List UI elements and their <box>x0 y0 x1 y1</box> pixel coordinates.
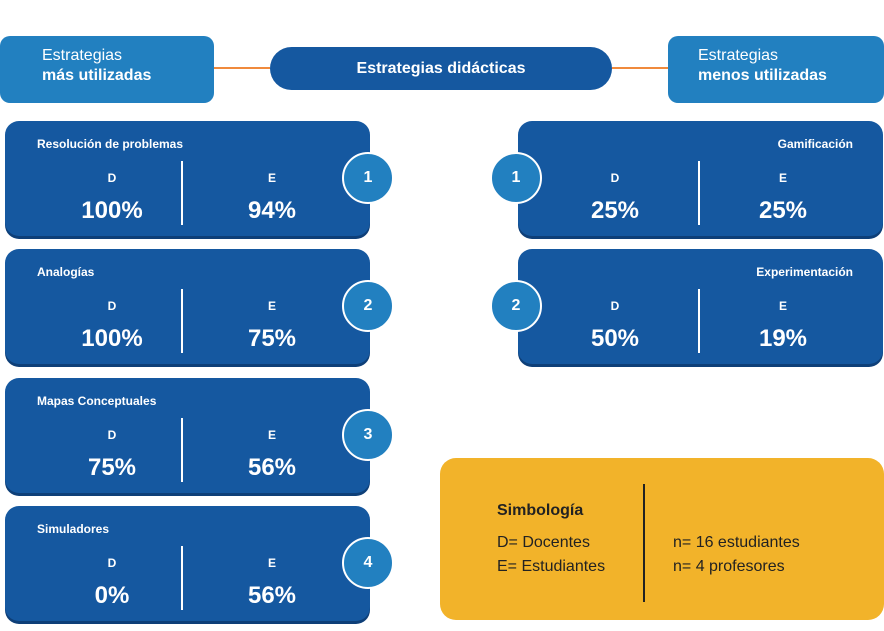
rank-badge: 1 <box>342 152 394 204</box>
estudiantes-label: E <box>778 299 787 313</box>
least-used-header: Estrategias menos utilizadas <box>668 36 884 103</box>
docentes-label: D <box>107 428 117 442</box>
least-used-header-line1: Estrategias <box>698 47 779 64</box>
docentes-label: D <box>610 299 620 313</box>
estudiantes-label: E <box>267 299 276 313</box>
estudiantes-label: E <box>778 171 787 185</box>
legend-n-teachers: n= 4 profesores <box>673 558 785 575</box>
estudiantes-value: 19% <box>758 325 808 352</box>
strategy-title: Gamificación <box>777 137 853 151</box>
legend-estudiantes: E= Estudiantes <box>497 558 606 575</box>
center-title: Estrategias didácticas <box>270 47 612 90</box>
card-divider <box>181 289 183 353</box>
docentes-label: D <box>107 299 117 313</box>
docentes-value: 100% <box>81 197 143 224</box>
legend-docentes: D= Docentes <box>497 534 590 551</box>
rank-badge: 3 <box>342 409 394 461</box>
rank-badge: 1 <box>490 152 542 204</box>
legend-title: Simbología <box>497 502 584 519</box>
docentes-label: D <box>107 556 117 570</box>
strategy-title: Experimentación <box>756 265 853 279</box>
legend-divider <box>643 484 645 602</box>
strategy-title: Resolución de problemas <box>37 137 184 151</box>
docentes-label: D <box>610 171 620 185</box>
most-used-header: Estrategias más utilizadas <box>0 36 214 103</box>
estudiantes-label: E <box>267 556 276 570</box>
card-divider <box>181 161 183 225</box>
connector-line <box>612 67 668 69</box>
strategy-title: Simuladores <box>37 522 110 536</box>
connector-line <box>214 67 270 69</box>
docentes-label: D <box>107 171 117 185</box>
docentes-value: 25% <box>590 197 640 224</box>
docentes-value: 75% <box>87 454 137 481</box>
estudiantes-value: 25% <box>758 197 808 224</box>
rank-badge: 2 <box>342 280 394 332</box>
rank-badge: 4 <box>342 537 394 589</box>
least-used-header-line2: menos utilizadas <box>698 67 827 84</box>
docentes-value: 100% <box>81 325 143 352</box>
estudiantes-value: 56% <box>247 582 297 609</box>
card-divider <box>181 546 183 610</box>
estudiantes-value: 56% <box>247 454 297 481</box>
most-used-header-line2: más utilizadas <box>42 67 152 84</box>
card-divider <box>181 418 183 482</box>
strategy-title: Mapas Conceptuales <box>37 394 157 408</box>
estudiantes-label: E <box>267 428 276 442</box>
estudiantes-value: 94% <box>247 197 297 224</box>
estudiantes-value: 75% <box>247 325 297 352</box>
rank-badge: 2 <box>490 280 542 332</box>
legend-n-students: n= 16 estudiantes <box>673 534 800 551</box>
docentes-value: 0% <box>94 582 130 609</box>
estudiantes-label: E <box>267 171 276 185</box>
most-used-header-line1: Estrategias <box>42 47 123 64</box>
card-divider <box>698 161 700 225</box>
card-divider <box>698 289 700 353</box>
strategy-title: Analogías <box>37 265 95 279</box>
legend-box: Simbología D= Docentes E= Estudiantes n=… <box>440 458 884 620</box>
docentes-value: 50% <box>590 325 640 352</box>
